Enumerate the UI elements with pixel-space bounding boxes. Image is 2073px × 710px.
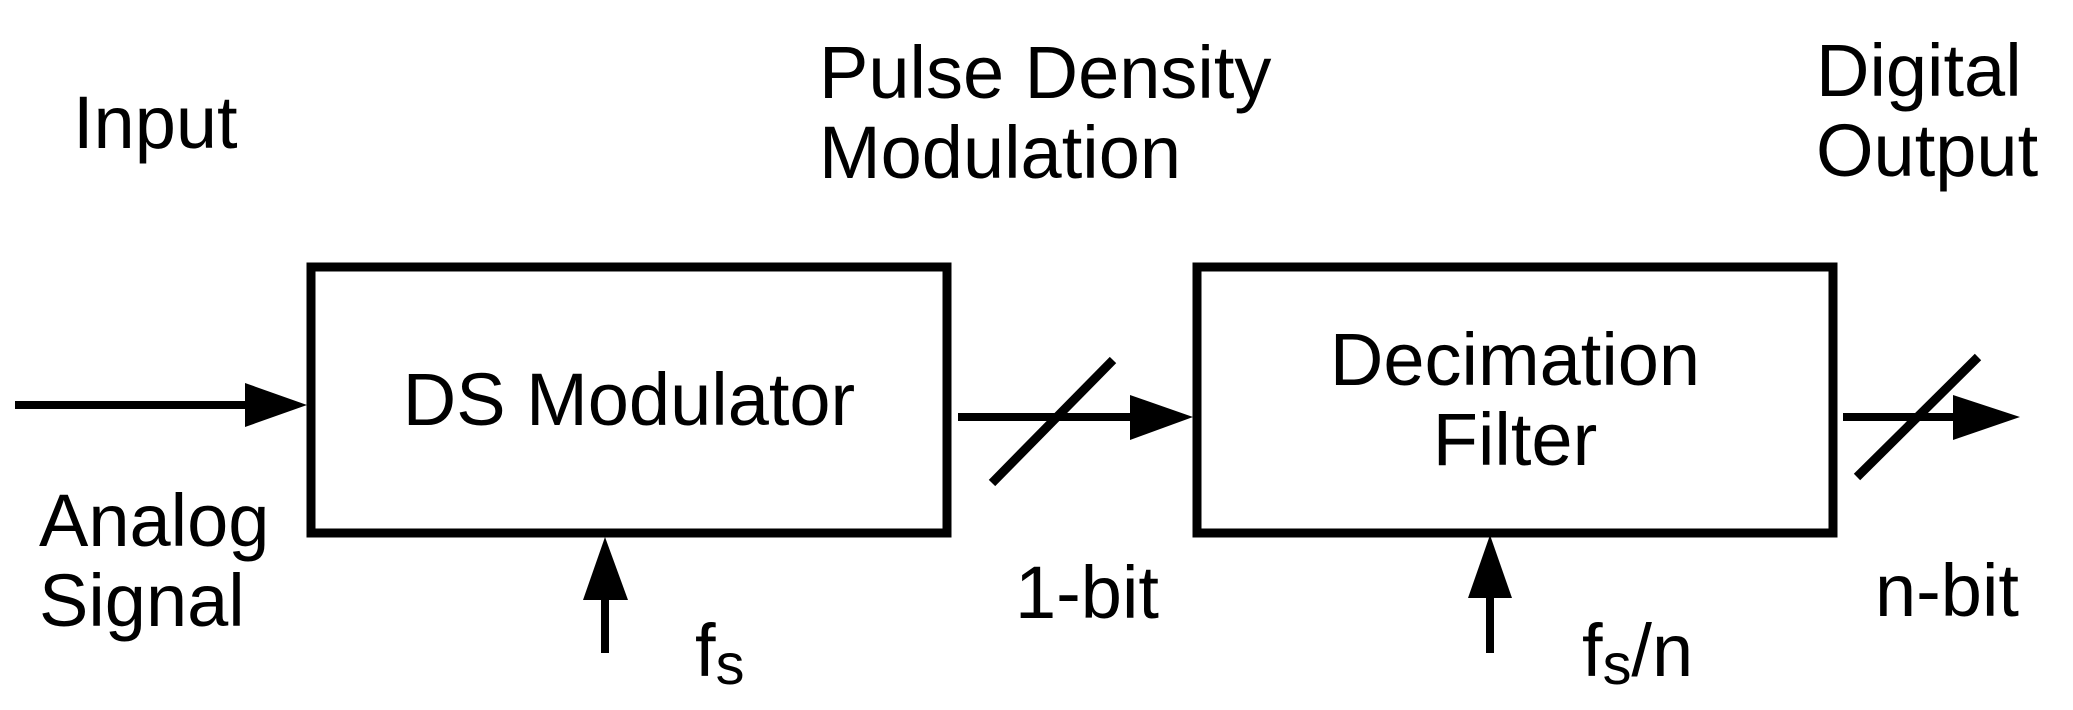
fsn-clock-arrowhead-icon [1468,535,1512,598]
ds-modulator-label-text: DS Modulator [402,358,856,441]
digital-output-label-line2: Output [1816,109,2039,192]
pdm-bus-arrowhead-icon [1130,395,1193,440]
fsn-label-suffix: /n [1631,609,1694,692]
pdm-bus-slash-icon [988,356,1117,487]
analog-signal-label: Analog Signal [39,481,269,641]
ds-modulator-box [306,262,952,538]
output-bus-arrowhead-icon [1953,395,2020,440]
decimation-filter-label: Decimation Filter [1197,267,1833,533]
digital-output-label: Digital Output [1816,31,2038,191]
pdm-label: Pulse Density Modulation [819,33,1271,193]
ds-modulator-label: DS Modulator [311,267,947,533]
analog-signal-label-line1: Analog [39,479,270,562]
fsn-label-sub: s [1602,633,1632,698]
digital-output-label-line1: Digital [1816,29,2022,112]
pdm-label-line2: Modulation [819,111,1182,194]
fs-label-base: f [695,609,716,692]
decimation-filter-label-line1: Decimation [1329,318,1701,401]
fs-clock-arrowhead-icon [583,537,628,600]
fs-label-sub: s [715,633,745,698]
input-label: Input [73,81,238,164]
analog-signal-label-line2: Signal [39,559,245,642]
pdm-label-line1: Pulse Density [819,31,1272,114]
n-bit-label: n-bit [1875,549,2019,632]
input-arrowhead-icon [245,383,307,427]
one-bit-label: 1-bit [1015,551,1159,634]
decimation-filter-label-line2: Filter [1432,398,1598,481]
output-bus-slash-icon [1853,353,1982,481]
decimation-filter-box [1192,262,1838,538]
fs-label: fs [695,609,744,694]
fsn-label: fs/n [1582,609,1694,694]
fsn-label-base: f [1582,609,1603,692]
